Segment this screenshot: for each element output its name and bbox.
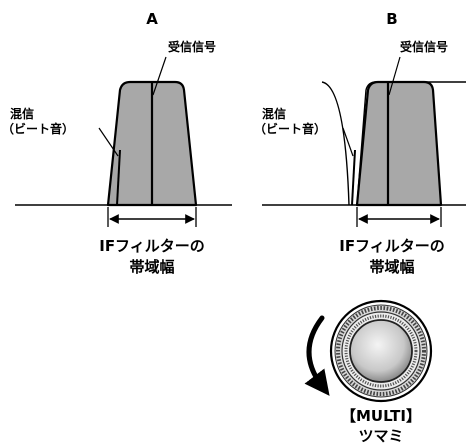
multi-knob-group: 【MULTI】 ツマミ — [304, 299, 433, 445]
panel-b-interference-leader — [342, 127, 354, 157]
panel-a-bw-label-2: 帯域幅 — [129, 258, 174, 276]
panel-b-interference-label-2: （ビート音） — [254, 121, 326, 136]
panel-a-interference-spike — [116, 149, 121, 206]
panel-a-interference-label-1: 混信 — [10, 106, 34, 121]
panel-b-label: B — [386, 10, 397, 28]
rotation-arrow — [304, 315, 330, 396]
panel-b-interference-label-1: 混信 — [262, 106, 286, 121]
panel-a-signal-leader — [152, 56, 167, 96]
panel-b-interference-spike — [351, 149, 356, 206]
panel-b-signal-label: 受信信号 — [400, 39, 448, 54]
panel-b-bw-label-2: 帯域幅 — [369, 258, 414, 276]
panel-a-label: A — [146, 10, 158, 28]
panel-b-bw-label-1: IFフィルターの — [339, 237, 445, 255]
panel-a-interference-label-2: （ビート音） — [2, 121, 74, 136]
panel-a-bw-label-1: IFフィルターの — [99, 237, 205, 255]
panel-a: A 受信信号 混信 （ビート音） IFフィルターの 帯域幅 — [2, 10, 232, 276]
multi-knob[interactable] — [329, 299, 433, 403]
multi-knob-label-1: 【MULTI】 — [341, 407, 421, 425]
multi-knob-label-2: ツマミ — [358, 427, 403, 445]
panel-b: B 受信信号 混信 （ビート音） IFフィルターの 帯域幅 — [254, 10, 466, 276]
panel-a-interference-leader — [98, 127, 119, 157]
panel-b-signal-leader — [388, 56, 401, 96]
panel-a-signal-label: 受信信号 — [168, 39, 216, 54]
panel-b-filter-shape — [355, 80, 443, 207]
